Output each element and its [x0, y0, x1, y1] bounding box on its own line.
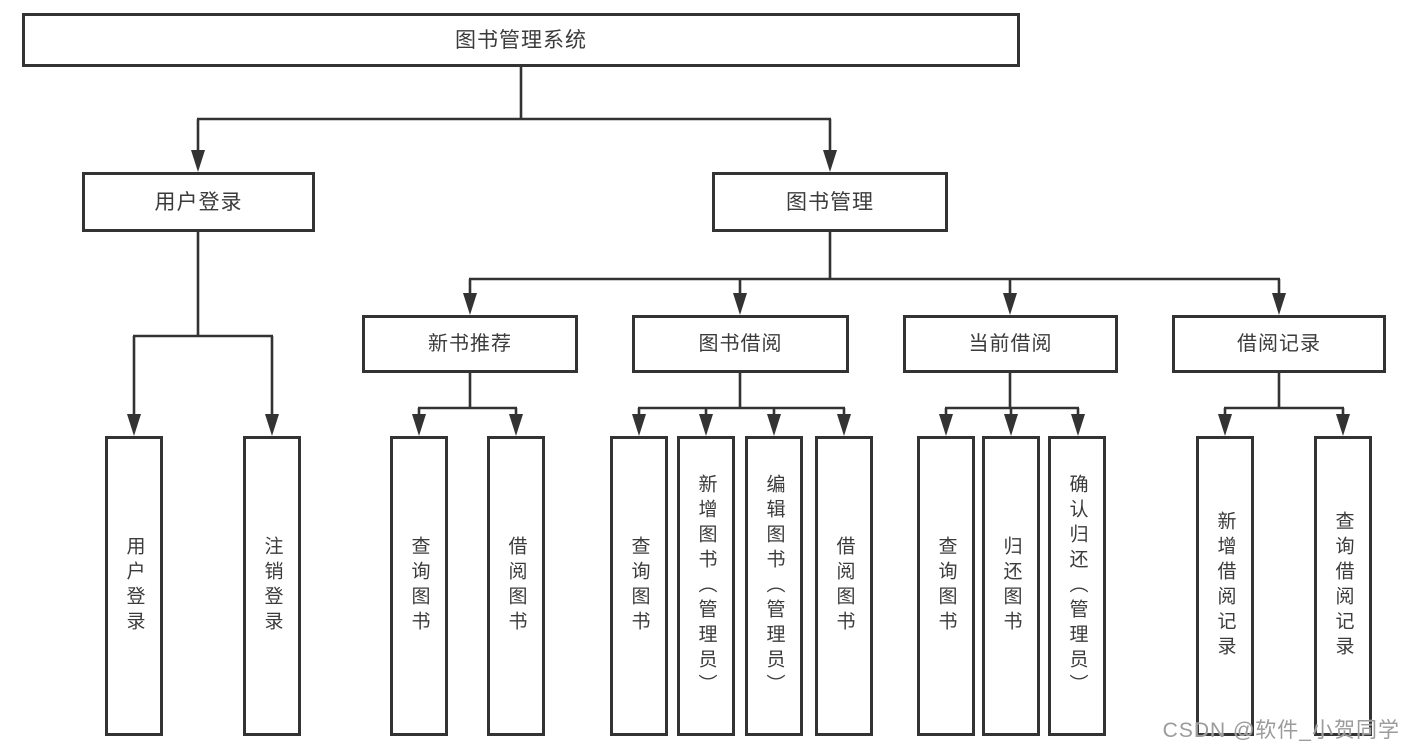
node-user-login: 用户登录: [82, 172, 315, 232]
connector-paths: [132, 66, 1345, 416]
node-root-library-system: 图书管理系统: [22, 13, 1020, 67]
leaf-query-borrow-record: 查询借阅记录: [1314, 436, 1372, 736]
leaf-query-books-recommend: 查询图书: [390, 436, 448, 736]
node-book-management: 图书管理: [712, 172, 948, 232]
leaf-borrow-books-borrowing: 借阅图书: [815, 436, 873, 736]
node-borrowing-records: 借阅记录: [1172, 315, 1386, 373]
leaf-borrow-books-recommend: 借阅图书: [487, 436, 545, 736]
leaf-edit-books-admin: 编辑图书（管理员）: [745, 436, 803, 736]
leaf-query-books-borrowing: 查询图书: [610, 436, 668, 736]
leaf-add-borrow-record: 新增借阅记录: [1196, 436, 1254, 736]
leaf-user-login: 用户登录: [105, 436, 163, 736]
csdn-watermark: CSDN @软件_小贺同学: [1162, 719, 1400, 742]
node-book-borrowing: 图书借阅: [632, 315, 849, 373]
node-current-borrowing: 当前借阅: [903, 315, 1118, 373]
arrowheads: [127, 150, 1350, 436]
leaf-logout: 注销登录: [243, 436, 301, 736]
leaf-confirm-return-admin: 确认归还（管理员）: [1048, 436, 1106, 736]
node-new-book-recommend: 新书推荐: [362, 315, 578, 373]
leaf-query-books-current: 查询图书: [917, 436, 975, 736]
leaf-return-books: 归还图书: [982, 436, 1040, 736]
leaf-add-books-admin: 新增图书（管理员）: [677, 436, 735, 736]
